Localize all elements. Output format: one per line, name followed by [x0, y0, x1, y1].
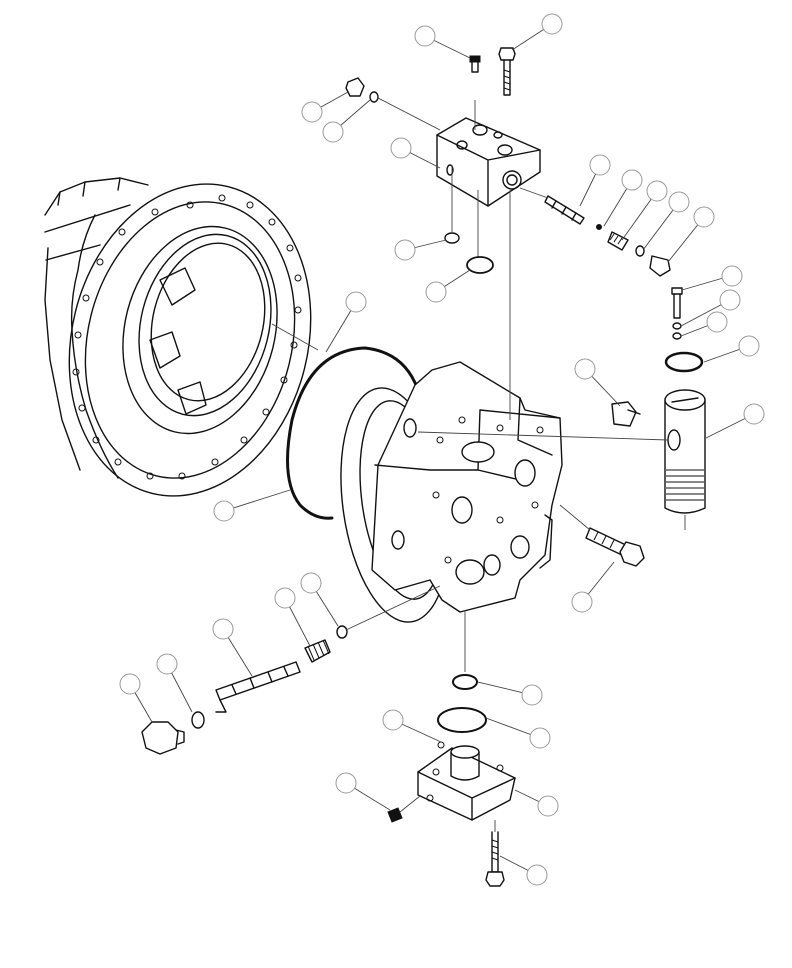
plug-lower-left	[141, 721, 185, 755]
callout-balloon	[719, 289, 741, 311]
callout-balloon	[693, 206, 715, 228]
callout-balloons	[119, 13, 765, 886]
flange-bolt-holes	[72, 194, 302, 480]
large-o-ring	[286, 346, 418, 520]
counterbalance-valve	[417, 389, 706, 530]
o-ring-small-1	[444, 232, 460, 244]
callout-balloon	[213, 500, 235, 522]
callout-balloon	[322, 121, 344, 143]
callout-balloon	[571, 591, 593, 613]
bolt-lower	[485, 820, 505, 887]
o-ring-large-1	[466, 256, 494, 274]
callout-balloon	[300, 572, 322, 594]
set-screw-top	[469, 55, 481, 73]
callout-balloon	[414, 25, 436, 47]
o-ring-lower-left	[336, 625, 348, 639]
callout-balloon	[156, 653, 178, 675]
callout-balloon	[425, 281, 447, 303]
callout-balloon	[394, 239, 416, 261]
travel-motor	[340, 361, 563, 623]
callout-balloon	[537, 795, 559, 817]
o-ring-lower-small	[452, 674, 478, 690]
callout-balloon	[119, 673, 141, 695]
callout-balloon	[335, 772, 357, 794]
callout-balloon	[721, 265, 743, 287]
callout-balloon	[526, 864, 548, 886]
valve-spool-right	[519, 187, 671, 277]
callout-balloon	[621, 169, 643, 191]
final-drive-housing	[44, 177, 312, 497]
screw-lower-left	[387, 795, 421, 823]
plug-mid	[611, 401, 641, 427]
small-bolt-right	[671, 287, 683, 340]
callout-balloon	[743, 403, 765, 425]
callout-balloon	[301, 101, 323, 123]
callout-balloon	[738, 335, 760, 357]
o-ring-right	[664, 351, 704, 373]
callout-balloon	[212, 618, 234, 640]
callout-balloon	[529, 727, 551, 749]
bolt-top	[498, 47, 516, 96]
callout-balloon	[646, 180, 668, 202]
callout-balloon	[345, 291, 367, 313]
callout-balloon	[390, 137, 412, 159]
spring-lower-left	[304, 639, 331, 663]
callout-balloon	[541, 13, 563, 35]
relief-valve-block	[436, 100, 541, 258]
bolt-motor-right	[559, 504, 645, 567]
spool-lower-left	[215, 661, 301, 713]
callout-balloon	[521, 684, 543, 706]
callout-balloon	[274, 587, 296, 609]
plug-left-top	[345, 77, 441, 131]
callout-balloon	[668, 191, 690, 213]
o-ring-lower-large	[437, 707, 487, 733]
callout-balloon	[706, 311, 728, 333]
callout-balloon	[382, 709, 404, 731]
o-ring-plug-left	[191, 711, 205, 729]
callout-balloon	[574, 358, 596, 380]
callout-balloon	[589, 154, 611, 176]
lower-cover-flange	[417, 741, 516, 821]
